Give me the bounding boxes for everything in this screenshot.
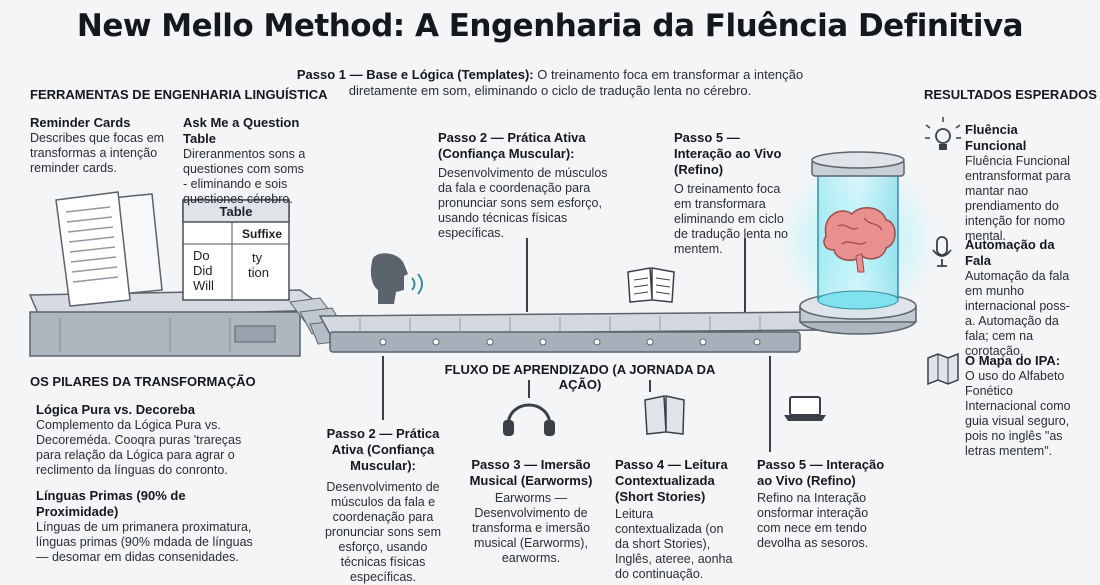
reminder-cards-block: Reminder Cards Describes que focas em tr… (30, 115, 170, 176)
lower-step-4-title: Passo 4 — Leitura Contextualizada (Short… (615, 457, 728, 504)
book-icon (627, 267, 675, 303)
laptop-icon (784, 396, 826, 421)
table-row: Will (193, 278, 214, 293)
upper-step-2-title: Passo 2 — Prática Ativa (Confiança Muscu… (438, 130, 586, 161)
step1-description: Passo 1 — Base e Lógica (Templates): O t… (270, 67, 830, 99)
lower-step-5: Passo 5 — Interação ao Vivo (Refino) Ref… (757, 457, 885, 551)
pillar-logic: Lógica Pura vs. Decoreba Complemento da … (36, 402, 268, 478)
result-automation-title: Automação da Fala (965, 237, 1055, 268)
pillar-primas-title: Línguas Primas (90% de Proximidade) (36, 488, 186, 519)
headphones-icon (503, 403, 555, 436)
lower-connectors (382, 356, 771, 452)
result-automation: Automação da Fala Automação da fala em m… (965, 237, 1077, 359)
reminder-cards-illustration (55, 191, 163, 307)
table-suffix-header: Suffixe (241, 227, 282, 241)
microphone-icon (932, 236, 952, 267)
table-rows: Do Did Will (193, 248, 214, 293)
pillar-logic-title: Lógica Pura vs. Decoreba (36, 402, 195, 417)
page-title: New Mello Method: A Engenharia da Fluênc… (76, 8, 1024, 44)
conveyor-belt (318, 311, 832, 353)
map-icon (927, 352, 959, 386)
result-ipa: O Mapa do IPA: O uso do Alfabeto Fonétic… (965, 353, 1077, 459)
lower-step-3-text: Earworms — Desenvolvimento de transforma… (471, 491, 591, 565)
step1-text: O treinamento foca em transformar a inte… (348, 67, 804, 98)
upper-step-2: Passo 2 — Prática Ativa (Confiança Muscu… (438, 130, 613, 241)
upper-step-5: Passo 5 — Interação ao Vivo (Refino) O t… (674, 130, 794, 257)
table-row: Do (193, 248, 210, 263)
upper-step-2-text: Desenvolvimento de músculos da fala e co… (438, 166, 608, 240)
pillar-primas-text: Línguas de um primanera proximatura, lín… (36, 520, 253, 564)
ask-question-block: Ask Me a Question Table Direranmentos so… (183, 115, 333, 207)
lightbulb-icon (925, 117, 961, 150)
upper-step-5-title: Passo 5 — Interação ao Vivo (Refino) (674, 130, 782, 177)
brain-tank (778, 151, 938, 335)
table-suffix-rows: ty tion (248, 250, 269, 280)
lower-step-2-title: Passo 2 — Prática Ativa (Confiança Muscu… (326, 426, 440, 473)
upper-connectors (526, 238, 746, 312)
question-table-illustration (182, 199, 290, 301)
pillars-header: OS PILARES DA TRANSFORMAÇÃO (30, 374, 256, 389)
lower-step-4-text: Leitura contextualizada (on da short Sto… (615, 507, 733, 581)
result-fluency-title: Fluência Funcional (965, 122, 1027, 153)
result-automation-text: Automação da fala em munho internacional… (965, 269, 1070, 358)
flow-label: FLUXO DE APRENDIZADO (A JORNADA DA AÇÃO) (444, 362, 716, 392)
reminder-cards-title: Reminder Cards (30, 115, 131, 130)
pillar-logic-text: Complemento da Lógica Pura vs. Decoreméd… (36, 418, 242, 477)
lower-step-2: Passo 2 — Prática Ativa (Confiança Muscu… (315, 426, 451, 585)
table-suffix-row: tion (248, 265, 269, 280)
results-header: RESULTADOS ESPERADOS (924, 87, 1097, 102)
table-suffix-row: ty (252, 250, 263, 265)
tools-header: FERRAMENTAS DE ENGENHARIA LINGUÍSTICA (30, 87, 328, 102)
book-bottom-icon (644, 395, 685, 435)
table-title: Table (219, 204, 253, 219)
ask-question-title: Ask Me a Question Table (183, 115, 300, 146)
lower-step-5-text: Refino na Interação onsformar interação … (757, 491, 869, 550)
lower-step-5-title: Passo 5 — Interação ao Vivo (Refino) (757, 457, 885, 488)
lower-step-3-title: Passo 3 — Imersão Musical (Earworms) (469, 457, 593, 488)
reminder-cards-text: Describes que focas em transformas a int… (30, 131, 165, 175)
result-ipa-text: O uso do Alfabeto Fonético Internacional… (965, 369, 1071, 458)
speaking-head-icon (370, 253, 423, 304)
step1-label: Passo 1 — Base e Lógica (Templates): (296, 67, 534, 82)
upper-step-5-text: O treinamento foca em transformara elimi… (674, 182, 788, 256)
table-row: Did (193, 263, 213, 278)
lower-step-2-text: Desenvolvimento de músculos da fala e co… (324, 480, 442, 584)
pillar-primas: Línguas Primas (90% de Proximidade) Líng… (36, 488, 268, 565)
result-fluency-text: Fluência Funcional entransformat para ma… (965, 154, 1071, 243)
result-fluency: Fluência Funcional Fluência Funcional en… (965, 122, 1077, 244)
ask-question-text: Direranmentos sons a questiones com soms… (183, 147, 306, 206)
result-ipa-title: O Mapa do IPA: (965, 353, 1061, 368)
lower-step-4: Passo 4 — Leitura Contextualizada (Short… (615, 457, 735, 582)
lower-step-3: Passo 3 — Imersão Musical (Earworms) Ear… (466, 457, 596, 566)
